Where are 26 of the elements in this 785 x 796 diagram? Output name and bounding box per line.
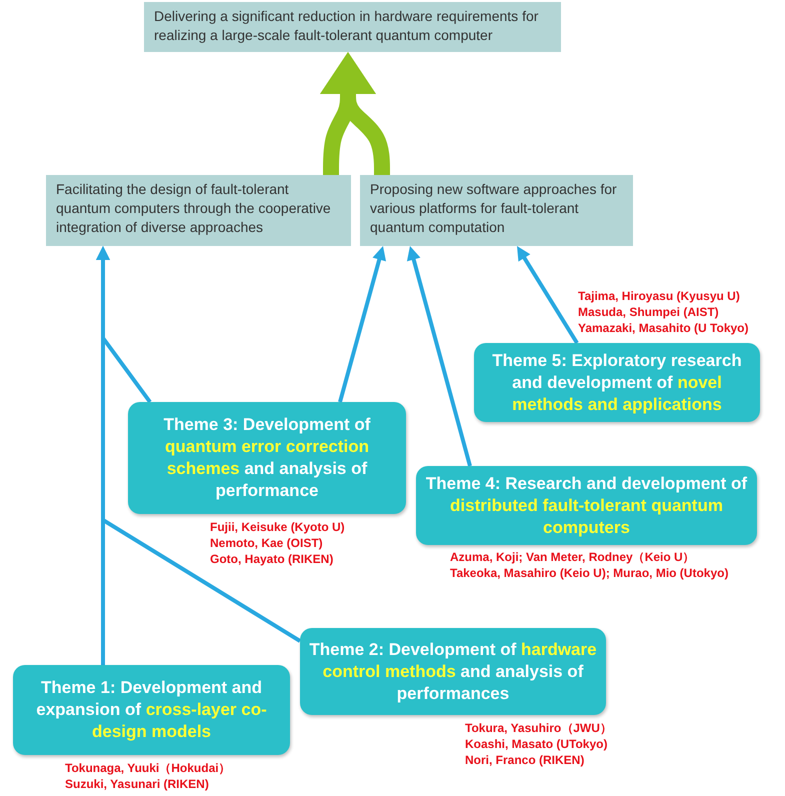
researcher-name: Suzuki, Yasunari (RIKEN): [65, 776, 209, 792]
arrow: [338, 246, 386, 403]
goal-box: Facilitating the design of fault-tolerant quantum computers through the cooperative integration of diverse approaches: [46, 175, 351, 246]
researcher-name: Yamazaki, Masahito (U Tokyo): [578, 320, 748, 336]
theme-box: Theme 1: Development and expansion of cross-layer co-design models: [13, 665, 290, 755]
goal-box: Delivering a significant reduction in hardware requirements for realizing a large-scale fault-tolerant quantum computer: [144, 2, 561, 52]
arrow: [517, 246, 579, 344]
researcher-name: Masuda, Shumpei (AIST): [578, 304, 719, 320]
researcher-name: Tokunaga, Yuuki（Hokudai）: [65, 760, 231, 776]
researcher-name: Nemoto, Kae (OIST): [210, 535, 323, 551]
theme-box: Theme 3: Development of quantum error correction schemes and analysis of performance: [128, 402, 406, 514]
merge-arrow: [320, 52, 390, 176]
researcher-name: Koashi, Masato (UTokyo): [465, 736, 608, 752]
arrow: [96, 246, 302, 643]
researcher-name: Tokura, Yasuhiro（JWU）: [465, 720, 612, 736]
theme-box: Theme 5: Exploratory research and development of novel methods and applications: [474, 343, 760, 422]
researcher-name: Fujii, Keisuke (Kyoto U): [210, 519, 345, 535]
arrow: [406, 246, 472, 467]
theme-box: Theme 4: Research and development of distributed fault-tolerant quantum computers: [416, 466, 757, 545]
researcher-name: Tajima, Hiroyasu (Kyusyu U): [578, 288, 740, 304]
researcher-name: Nori, Franco (RIKEN): [465, 752, 584, 768]
researcher-name: Takeoka, Masahiro (Keio U); Murao, Mio (Utokyo): [450, 565, 728, 581]
goal-box: Proposing new software approaches for various platforms for fault-tolerant quantum computation: [360, 175, 633, 246]
researcher-name: Azuma, Koji; Van Meter, Rodney（Keio U）: [450, 549, 695, 565]
theme-box: Theme 2: Development of hardware control methods and analysis of performances: [300, 628, 606, 715]
researcher-name: Goto, Hayato (RIKEN): [210, 551, 334, 567]
